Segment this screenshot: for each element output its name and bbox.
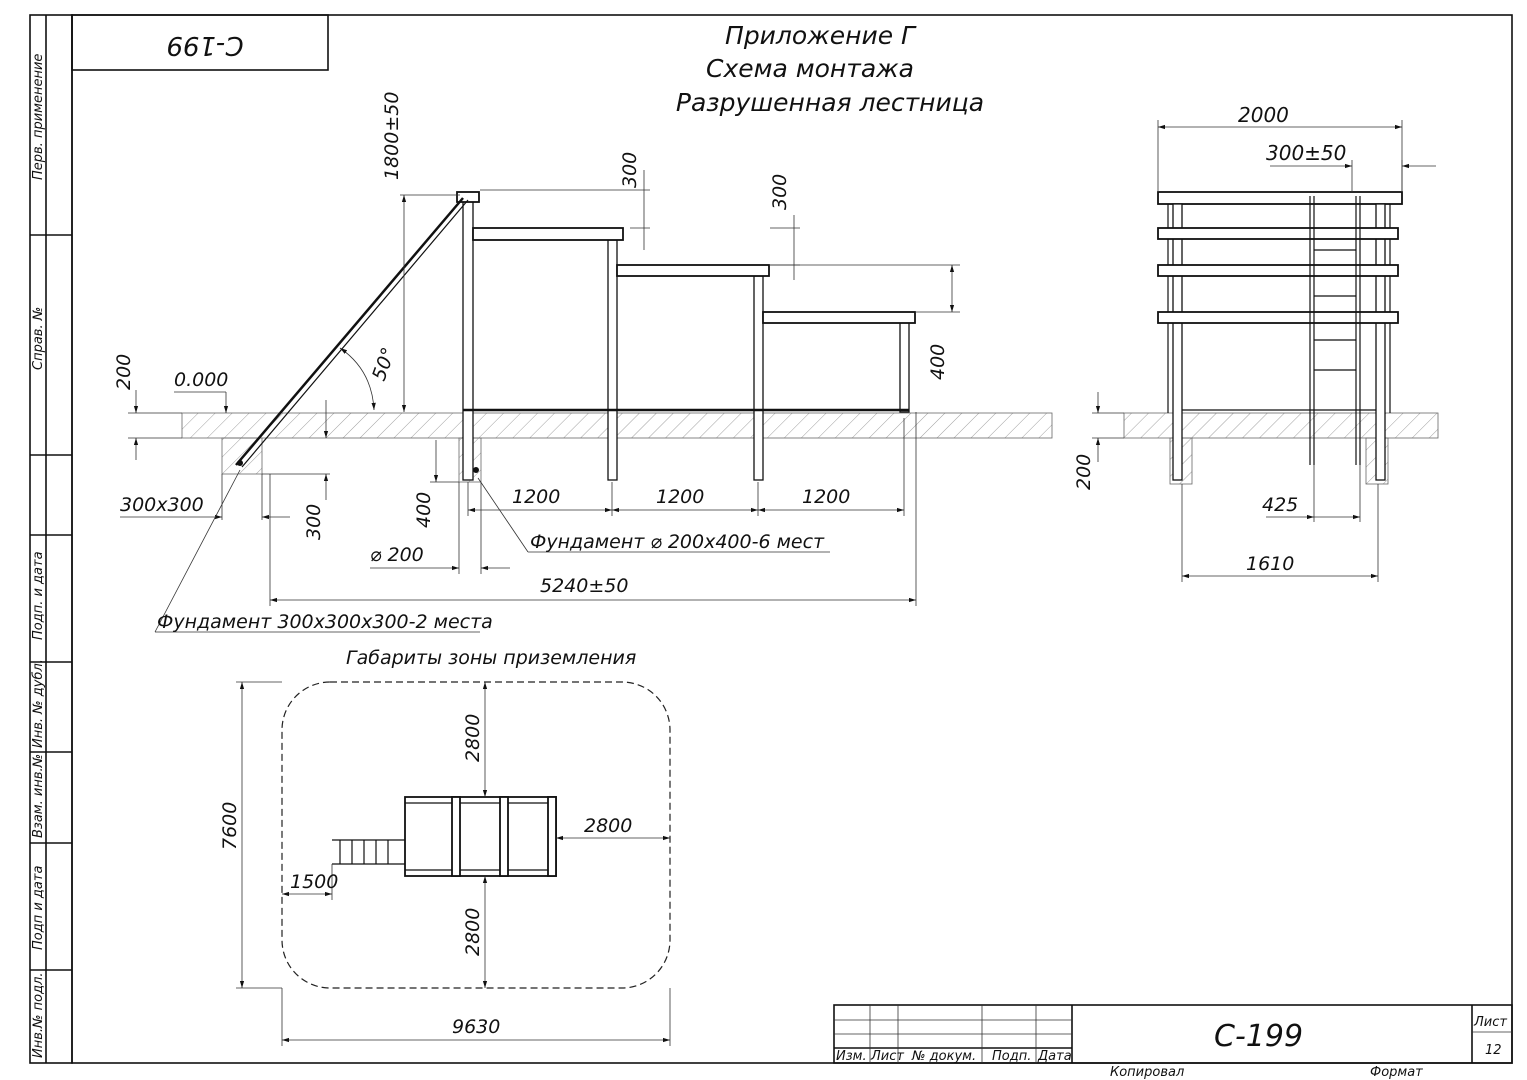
dim-offset: 300±50 <box>1266 141 1346 165</box>
landing-zone: Габариты зоны приземления 2800 2800 2800… <box>219 647 671 1046</box>
front-view-dimensions: 2000 300±50 200 425 1610 <box>1073 103 1436 582</box>
strip-label: Перв. применение <box>31 54 46 180</box>
sheet-frame <box>29 14 1513 1064</box>
dim-post-span: 1610 <box>1246 553 1294 575</box>
dim-top: 2800 <box>462 714 484 762</box>
dim-span-3: 1200 <box>802 486 850 508</box>
strip-label: Инв. № дубл. <box>31 659 46 748</box>
platform <box>762 311 916 324</box>
dim-height-400: 400 <box>927 344 949 380</box>
landing-zone-title: Габариты зоны приземления <box>346 647 636 669</box>
dim-ladder-425: 425 <box>1262 494 1298 516</box>
strip-label: Инв.№ подл. <box>31 972 46 1058</box>
dim-length-total: 5240±50 <box>540 575 628 597</box>
ground-band <box>1123 412 1439 439</box>
dim-ground-200: 200 <box>1073 454 1095 490</box>
dim-span-2: 1200 <box>656 486 704 508</box>
strip-label: Подп. и дата <box>31 551 46 640</box>
format-label: Формат <box>1370 1065 1423 1080</box>
strip-label: Справ. № <box>31 307 46 370</box>
title-block: Изм. Лист № докум. Подп. Дата С-199 Лист… <box>833 1004 1513 1080</box>
cross-bar <box>1157 264 1399 277</box>
dim-height: 7600 <box>219 802 241 850</box>
dim-step-300-b: 300 <box>769 174 791 210</box>
front-view <box>1123 191 1439 485</box>
cross-bar <box>1157 227 1399 240</box>
post-cap <box>456 191 480 203</box>
post <box>899 321 910 413</box>
plan-frame <box>404 796 557 877</box>
level-mark: 0.000 <box>174 369 228 391</box>
strip-label: Подп и дата <box>31 866 46 950</box>
note-foundation-round: Фундамент ⌀ 200х400-6 мест <box>530 531 825 553</box>
dim-ground-200: 200 <box>113 354 135 390</box>
header-date: Дата <box>1037 1049 1072 1064</box>
dim-found-300x300: 300x300 <box>120 494 204 516</box>
dim-step-300-a: 300 <box>619 152 641 188</box>
post <box>753 275 764 481</box>
dim-right: 2800 <box>584 815 632 837</box>
left-strip: Перв. применение Справ. № Подп. и дата И… <box>31 54 46 1058</box>
top-beam <box>1157 191 1403 205</box>
drawing-title: Приложение Г Схема монтажа Разрушенная л… <box>676 21 984 117</box>
inclined-ladder <box>235 197 464 466</box>
header-list: Лист <box>870 1049 904 1064</box>
cross-bar <box>1157 311 1399 324</box>
dim-angle: 50° <box>368 345 400 384</box>
dim-width: 9630 <box>452 1016 500 1038</box>
note-foundation-square: Фундамент 300х300х300-2 места <box>157 611 493 633</box>
header-izm: Изм. <box>836 1049 867 1064</box>
post <box>1375 203 1386 481</box>
header-doc: № докум. <box>911 1049 976 1064</box>
header-sign: Подп. <box>992 1049 1031 1064</box>
title-line-1: Приложение Г <box>725 21 917 50</box>
dim-bottom: 2800 <box>462 908 484 956</box>
side-view-dimensions: 1800±50 300 300 400 200 0.000 50° 300 <box>113 92 960 633</box>
post <box>462 199 474 481</box>
dim-width-total: 2000 <box>1238 103 1289 127</box>
sheet-label: Лист <box>1473 1015 1507 1030</box>
dim-found-depth-300: 300 <box>303 504 325 540</box>
designation: С-199 <box>1214 1019 1303 1054</box>
strip-label: Взам. инв.№ <box>31 754 46 838</box>
landing-zone-outline <box>281 681 671 989</box>
dim-height-total: 1800±50 <box>381 92 403 180</box>
dim-diameter: ⌀ 200 <box>370 544 424 566</box>
platform <box>616 264 770 277</box>
title-line-2: Схема монтажа <box>706 54 914 83</box>
dim-found-depth-400: 400 <box>413 492 435 528</box>
platform <box>472 227 624 241</box>
sheet-code-rotated: С-199 <box>166 30 243 60</box>
title-line-3: Разрушенная лестница <box>676 88 984 117</box>
post <box>607 239 618 481</box>
dim-left-ladder: 1500 <box>290 871 338 893</box>
side-view <box>181 191 1053 483</box>
post <box>1172 203 1183 481</box>
sheet-number: 12 <box>1485 1043 1502 1058</box>
dim-span-1: 1200 <box>512 486 560 508</box>
copied-label: Копировал <box>1110 1065 1184 1080</box>
